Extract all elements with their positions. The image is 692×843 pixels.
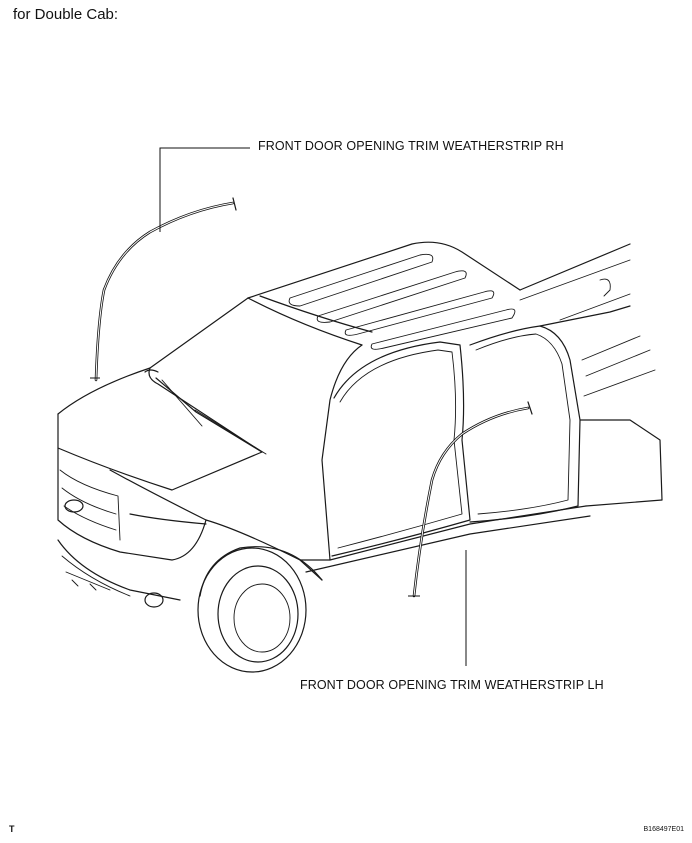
page-heading: for Double Cab: [13,6,119,23]
weatherstrip-lh [408,401,533,666]
truck-body [57,241,663,673]
weatherstrip-rh [90,147,250,382]
figure-code: B168497E01 [643,826,684,833]
corner-mark: T [9,824,15,834]
callout-weatherstrip-lh: FRONT DOOR OPENING TRIM WEATHERSTRIP LH [300,678,604,692]
callout-weatherstrip-rh: FRONT DOOR OPENING TRIM WEATHERSTRIP RH [258,139,564,153]
